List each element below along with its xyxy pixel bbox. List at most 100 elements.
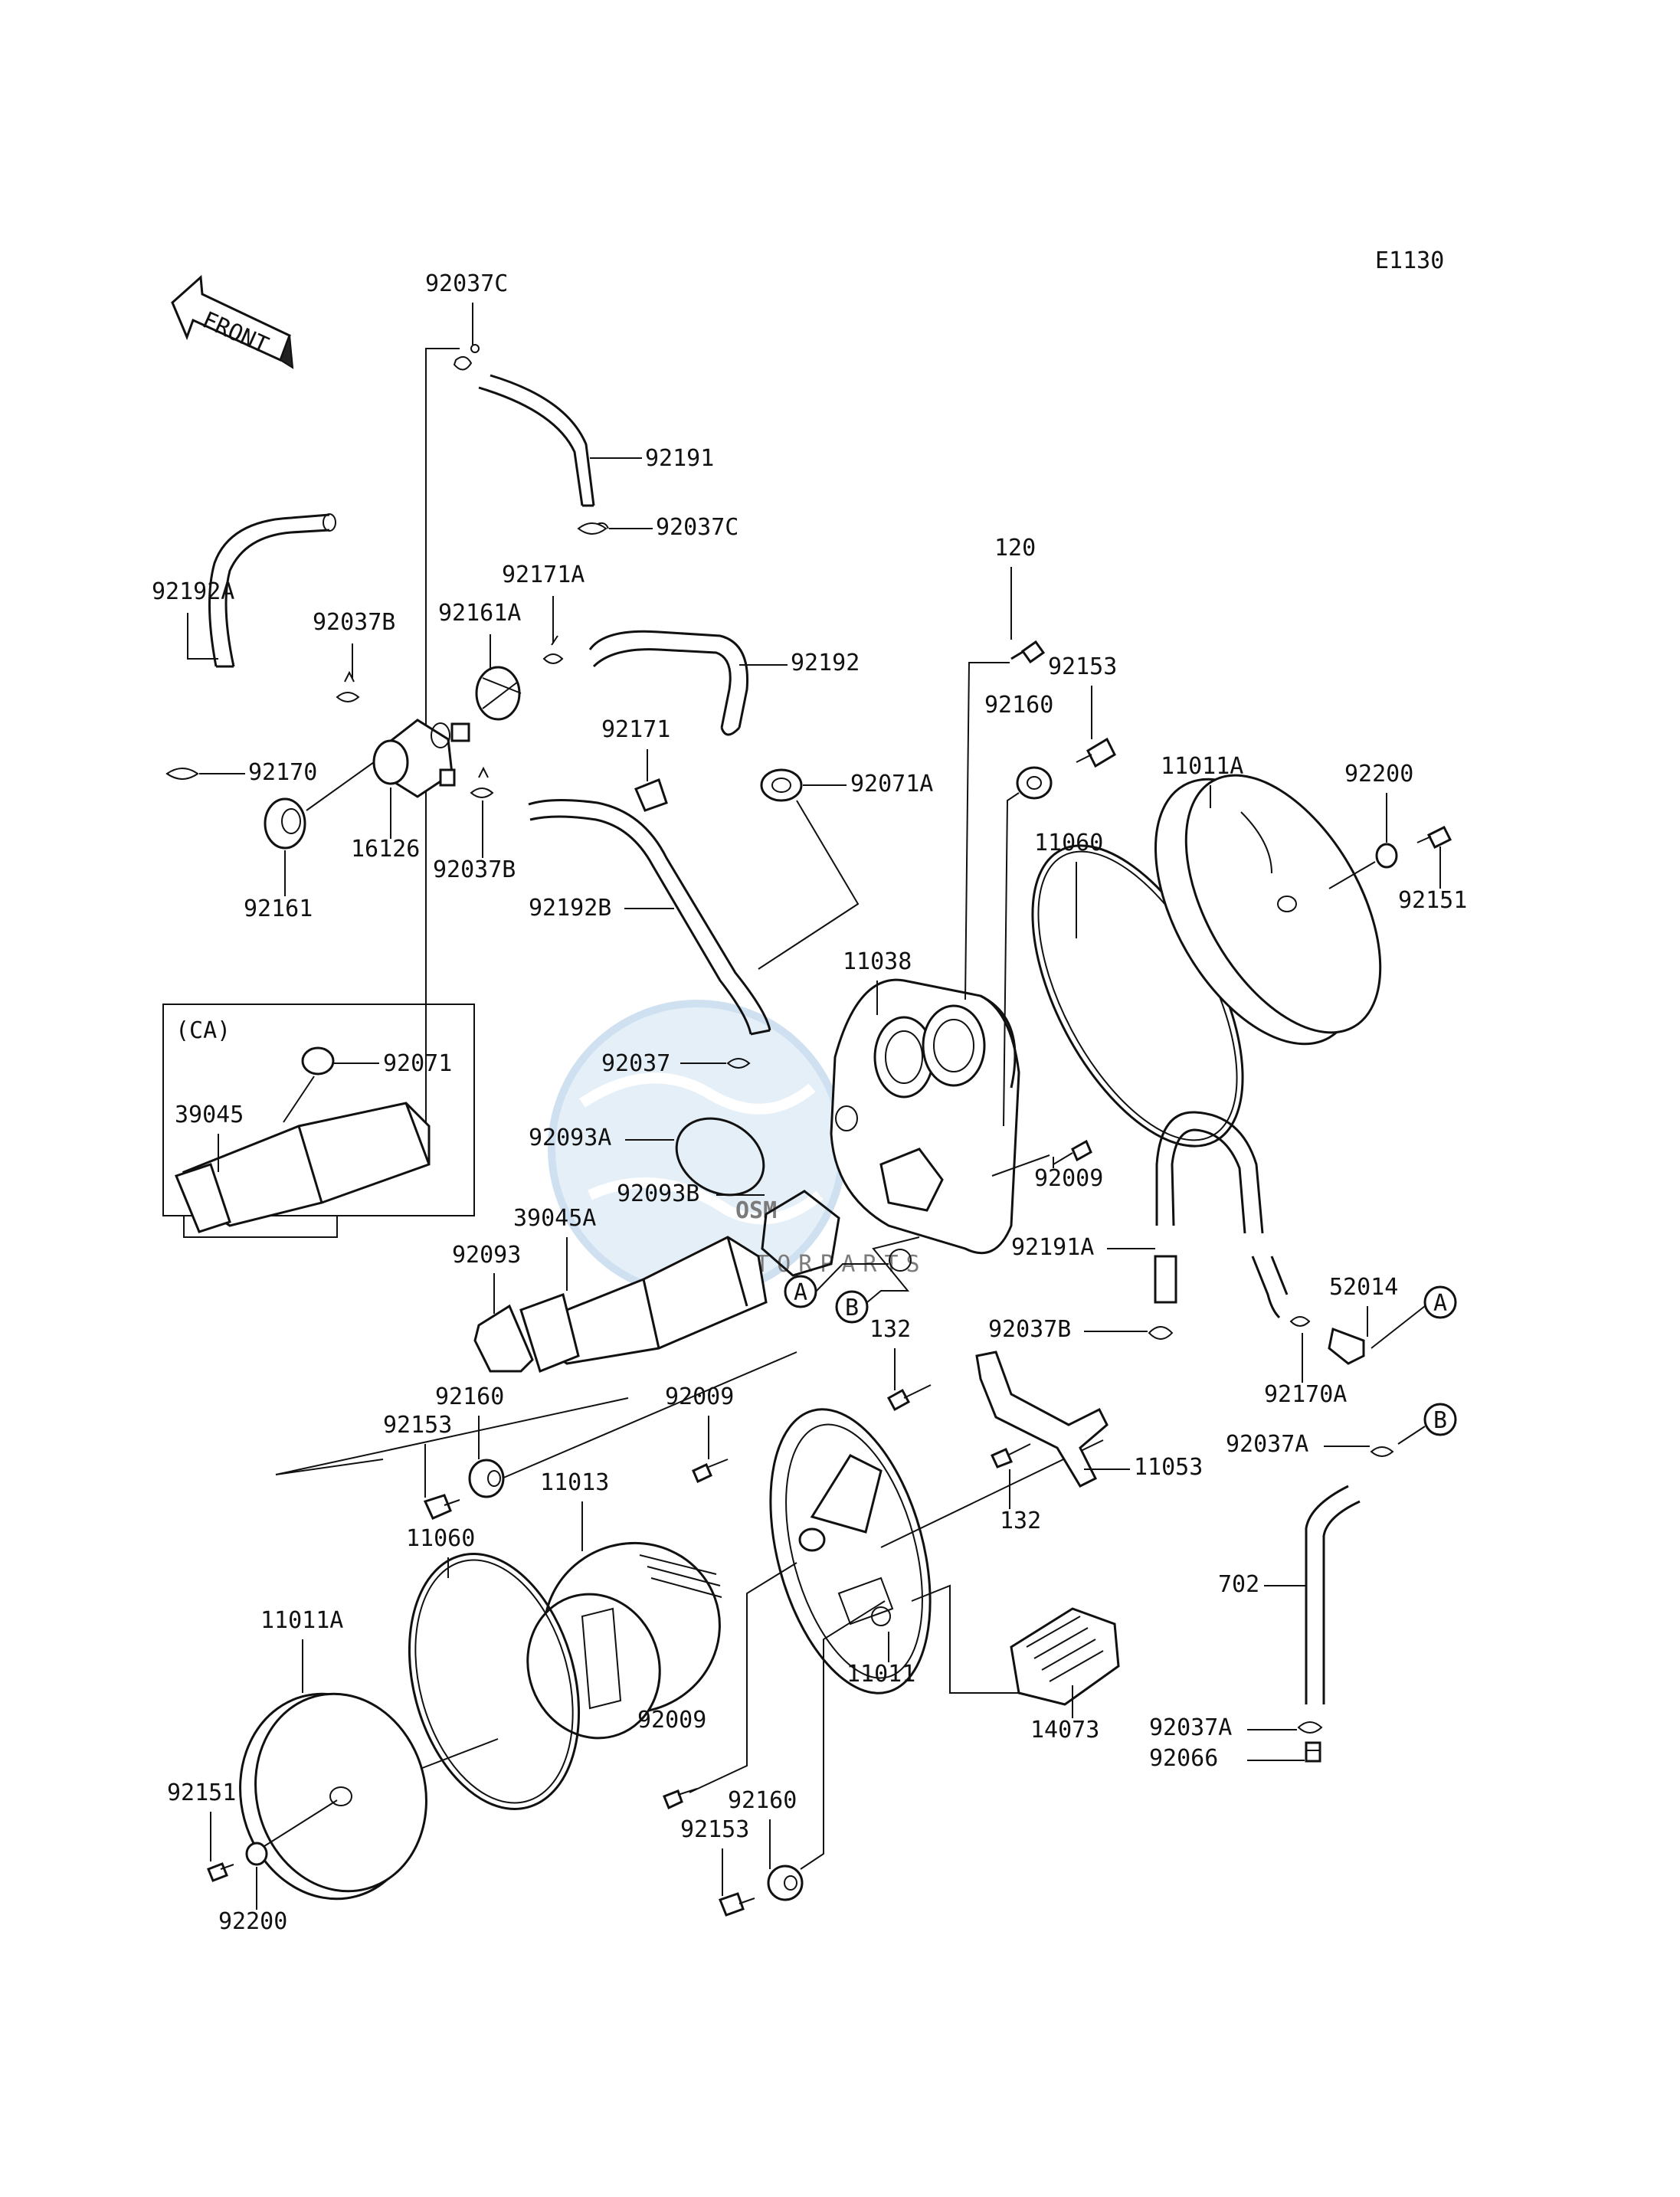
part-label-92037c-top: 92037C bbox=[425, 270, 508, 297]
collar-92160-bottom bbox=[767, 1865, 804, 1901]
part-label-92071: 92071 bbox=[383, 1050, 452, 1077]
part-label-92153-mid: 92153 bbox=[383, 1412, 452, 1439]
pipe-702 bbox=[1305, 1485, 1361, 1704]
part-label-92093b: 92093B bbox=[617, 1180, 699, 1207]
part-label-132-top: 132 bbox=[869, 1316, 911, 1343]
washer-92200-bottom bbox=[245, 1842, 268, 1866]
marker-a-housing: A bbox=[784, 1263, 889, 1308]
bolt-92153-mid bbox=[423, 1494, 460, 1520]
clamp-92037b-lower bbox=[470, 766, 494, 798]
part-label-92037a-bottom: 92037A bbox=[1149, 1714, 1232, 1741]
hose-92192a bbox=[208, 513, 336, 668]
hose-92191 bbox=[478, 374, 595, 507]
bolt-92153-bottom bbox=[719, 1892, 755, 1917]
part-label-11013: 11013 bbox=[540, 1469, 609, 1496]
ca-variant-box: (CA) bbox=[162, 1004, 475, 1238]
seal-ring-11060-bottom bbox=[408, 1553, 581, 1810]
part-label-92200-bottom: 92200 bbox=[218, 1908, 287, 1935]
part-label-39045: 39045 bbox=[175, 1102, 244, 1128]
filter-element-11013 bbox=[526, 1541, 722, 1740]
part-label-92160-mid: 92160 bbox=[435, 1383, 504, 1410]
part-label-92192: 92192 bbox=[791, 650, 860, 676]
leader-line bbox=[264, 1799, 338, 1847]
part-label-11060-top: 11060 bbox=[1034, 830, 1103, 856]
housing-11038 bbox=[830, 978, 1020, 1272]
part-label-92066: 92066 bbox=[1149, 1745, 1218, 1772]
collar-92160-mid bbox=[468, 1459, 505, 1498]
marker-a-right-label: A bbox=[1433, 1290, 1447, 1317]
part-label-92192b: 92192B bbox=[529, 895, 611, 922]
grommet-92071a bbox=[760, 768, 803, 802]
clamp-92037c-top bbox=[453, 344, 480, 371]
part-label-92009-mid: 92009 bbox=[665, 1383, 734, 1410]
part-label-92037b-right: 92037B bbox=[988, 1316, 1071, 1343]
part-label-92151-top: 92151 bbox=[1398, 887, 1467, 914]
part-label-92191: 92191 bbox=[645, 445, 714, 472]
cover-11011a-bottom bbox=[239, 1692, 427, 1901]
marker-b-housing-label: B bbox=[845, 1295, 859, 1321]
part-label-92037c-mid: 92037C bbox=[656, 514, 738, 541]
leader-line bbox=[911, 1584, 1053, 1694]
part-label-92200-top: 92200 bbox=[1344, 761, 1413, 787]
hose-92191a-lower bbox=[1251, 1256, 1289, 1319]
part-label-11060-bottom: 11060 bbox=[406, 1525, 475, 1552]
grommet-92071 bbox=[301, 1046, 335, 1076]
collar-92160-top bbox=[1016, 766, 1053, 800]
bolt-92009-mid bbox=[692, 1459, 729, 1484]
part-label-92037b-left: 92037B bbox=[313, 609, 395, 636]
leader-line bbox=[425, 348, 460, 1157]
part-label-92153-top: 92153 bbox=[1048, 653, 1117, 680]
clamp-92037c-mid bbox=[577, 522, 609, 535]
bracket-11053 bbox=[975, 1351, 1109, 1488]
screw-92151-bottom bbox=[207, 1862, 234, 1882]
part-label-92151-bottom: 92151 bbox=[167, 1780, 236, 1806]
leader-line bbox=[689, 1562, 797, 1793]
marker-b-housing: B bbox=[835, 1236, 920, 1324]
leader-line bbox=[501, 1351, 797, 1479]
gasket-92093a bbox=[675, 1117, 765, 1197]
canister-39045 bbox=[175, 1102, 431, 1233]
part-label-11011a-top: 11011A bbox=[1161, 753, 1243, 780]
clamp-92037a-top bbox=[1370, 1446, 1394, 1457]
valve-16126 bbox=[372, 719, 470, 798]
part-label-92037a-top: 92037A bbox=[1226, 1431, 1308, 1458]
marker-b-right: B bbox=[1397, 1403, 1457, 1445]
part-label-92009-bottom: 92009 bbox=[637, 1707, 706, 1734]
screw-92151-top bbox=[1416, 825, 1452, 850]
part-label-11011a-bottom: 11011A bbox=[260, 1607, 343, 1634]
cap-92161 bbox=[264, 797, 306, 850]
figure-code: E1130 bbox=[1375, 247, 1444, 274]
part-label-92093a: 92093A bbox=[529, 1125, 611, 1151]
part-label-92161a: 92161A bbox=[438, 600, 521, 627]
leader-line bbox=[275, 1459, 384, 1475]
part-label-92009-right: 92009 bbox=[1034, 1165, 1103, 1192]
part-label-92161: 92161 bbox=[244, 895, 313, 922]
part-labels: 92037C 92191 92037C 92192A 92037B 92171A… bbox=[152, 270, 1467, 1935]
canister-39045a bbox=[519, 1236, 768, 1373]
gasket-92093b bbox=[761, 1190, 840, 1277]
cap-92161a bbox=[475, 666, 522, 721]
bolt-92009-right bbox=[1053, 1139, 1092, 1165]
part-label-92191a: 92191A bbox=[1011, 1234, 1094, 1261]
part-label-16126: 16126 bbox=[351, 836, 420, 863]
clamp-92170a bbox=[1289, 1316, 1311, 1327]
bolt-132-top bbox=[886, 1384, 932, 1412]
part-label-132-bottom: 132 bbox=[1000, 1508, 1041, 1534]
part-label-92160-top: 92160 bbox=[984, 692, 1053, 719]
clamp-92037b-left bbox=[336, 670, 360, 702]
part-label-92037: 92037 bbox=[601, 1050, 670, 1077]
part-label-92071a: 92071A bbox=[850, 771, 933, 797]
clamp-92037a-bottom bbox=[1297, 1721, 1323, 1734]
part-label-11053: 11053 bbox=[1134, 1454, 1203, 1481]
leader-line bbox=[800, 1600, 886, 1870]
part-label-92153-bottom: 92153 bbox=[680, 1816, 749, 1843]
leader-line bbox=[275, 1397, 629, 1475]
part-label-702: 702 bbox=[1218, 1571, 1259, 1598]
part-label-11038: 11038 bbox=[843, 948, 912, 975]
part-label-14073: 14073 bbox=[1030, 1717, 1099, 1744]
grid-14073 bbox=[1010, 1607, 1120, 1706]
part-label-92093: 92093 bbox=[452, 1242, 521, 1269]
cover-11011a-top bbox=[1154, 774, 1382, 1046]
base-plate-11011 bbox=[769, 1408, 932, 1694]
